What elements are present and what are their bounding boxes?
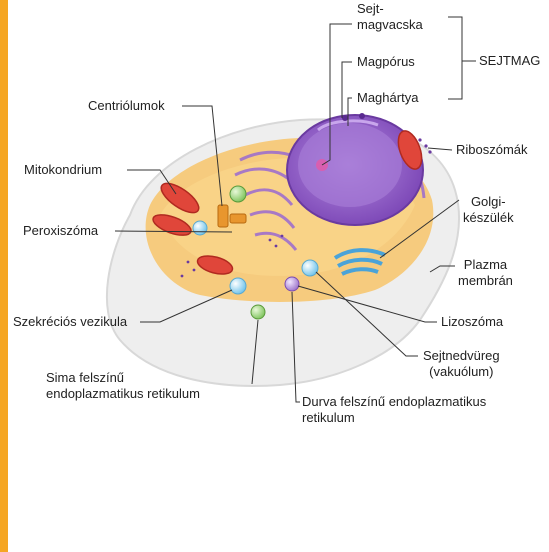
label-rough-er: Durva felszínű endoplazmatikus retikulum	[302, 394, 486, 426]
label-smooth-er: Sima felszínű endoplazmatikus retikulum	[46, 370, 200, 402]
label-vacuole: Sejtnedvüreg (vakuólum)	[423, 348, 500, 380]
peroxisome	[230, 186, 246, 202]
label-secretory-vesicle: Szekréciós vezikula	[13, 314, 127, 330]
label-centrioles: Centriólumok	[88, 98, 165, 114]
label-peroxisome: Peroxiszóma	[23, 223, 98, 239]
label-mitochondrion: Mitokondrium	[24, 162, 102, 178]
label-nucleus-group: SEJTMAG	[479, 53, 540, 69]
label-ribosomes: Riboszómák	[456, 142, 528, 158]
nuclear-pore	[342, 115, 348, 121]
label-nuclear-envelope: Maghártya	[357, 90, 418, 106]
label-plasma-membrane: Plazma membrán	[458, 257, 513, 289]
label-nuclear-pore: Magpórus	[357, 54, 415, 70]
label-nucleolus: Sejt- magvacska	[357, 1, 423, 33]
label-golgi: Golgi- készülék	[463, 194, 514, 226]
lysosome	[285, 277, 299, 291]
label-lysosome: Lizoszóma	[441, 314, 503, 330]
